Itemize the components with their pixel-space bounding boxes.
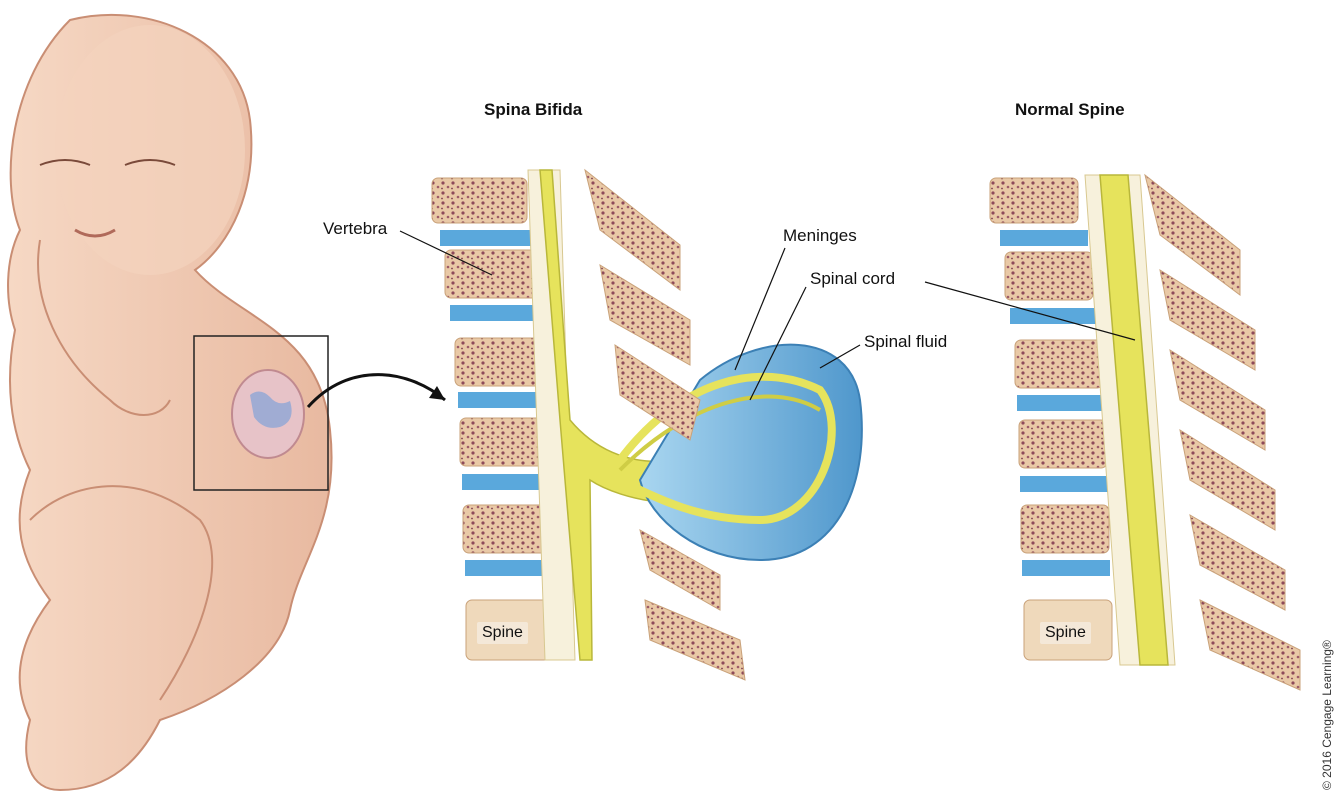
label-spinal-cord: Spinal cord — [810, 269, 895, 289]
spina-bifida-spine — [432, 170, 862, 680]
heading-normal-spine: Normal Spine — [1015, 100, 1125, 120]
heading-spina-bifida: Spina Bifida — [484, 100, 582, 120]
baby-illustration — [8, 15, 445, 790]
label-vertebra: Vertebra — [323, 219, 387, 239]
normal-spine — [990, 175, 1300, 690]
copyright-notice: © 2016 Cengage Learning® — [1320, 640, 1334, 790]
label-spine-normal: Spine — [1040, 622, 1091, 644]
label-spine-bifida: Spine — [477, 622, 528, 644]
arrow-head-icon — [429, 386, 445, 400]
label-meninges: Meninges — [783, 226, 857, 246]
label-spinal-fluid: Spinal fluid — [864, 332, 947, 352]
